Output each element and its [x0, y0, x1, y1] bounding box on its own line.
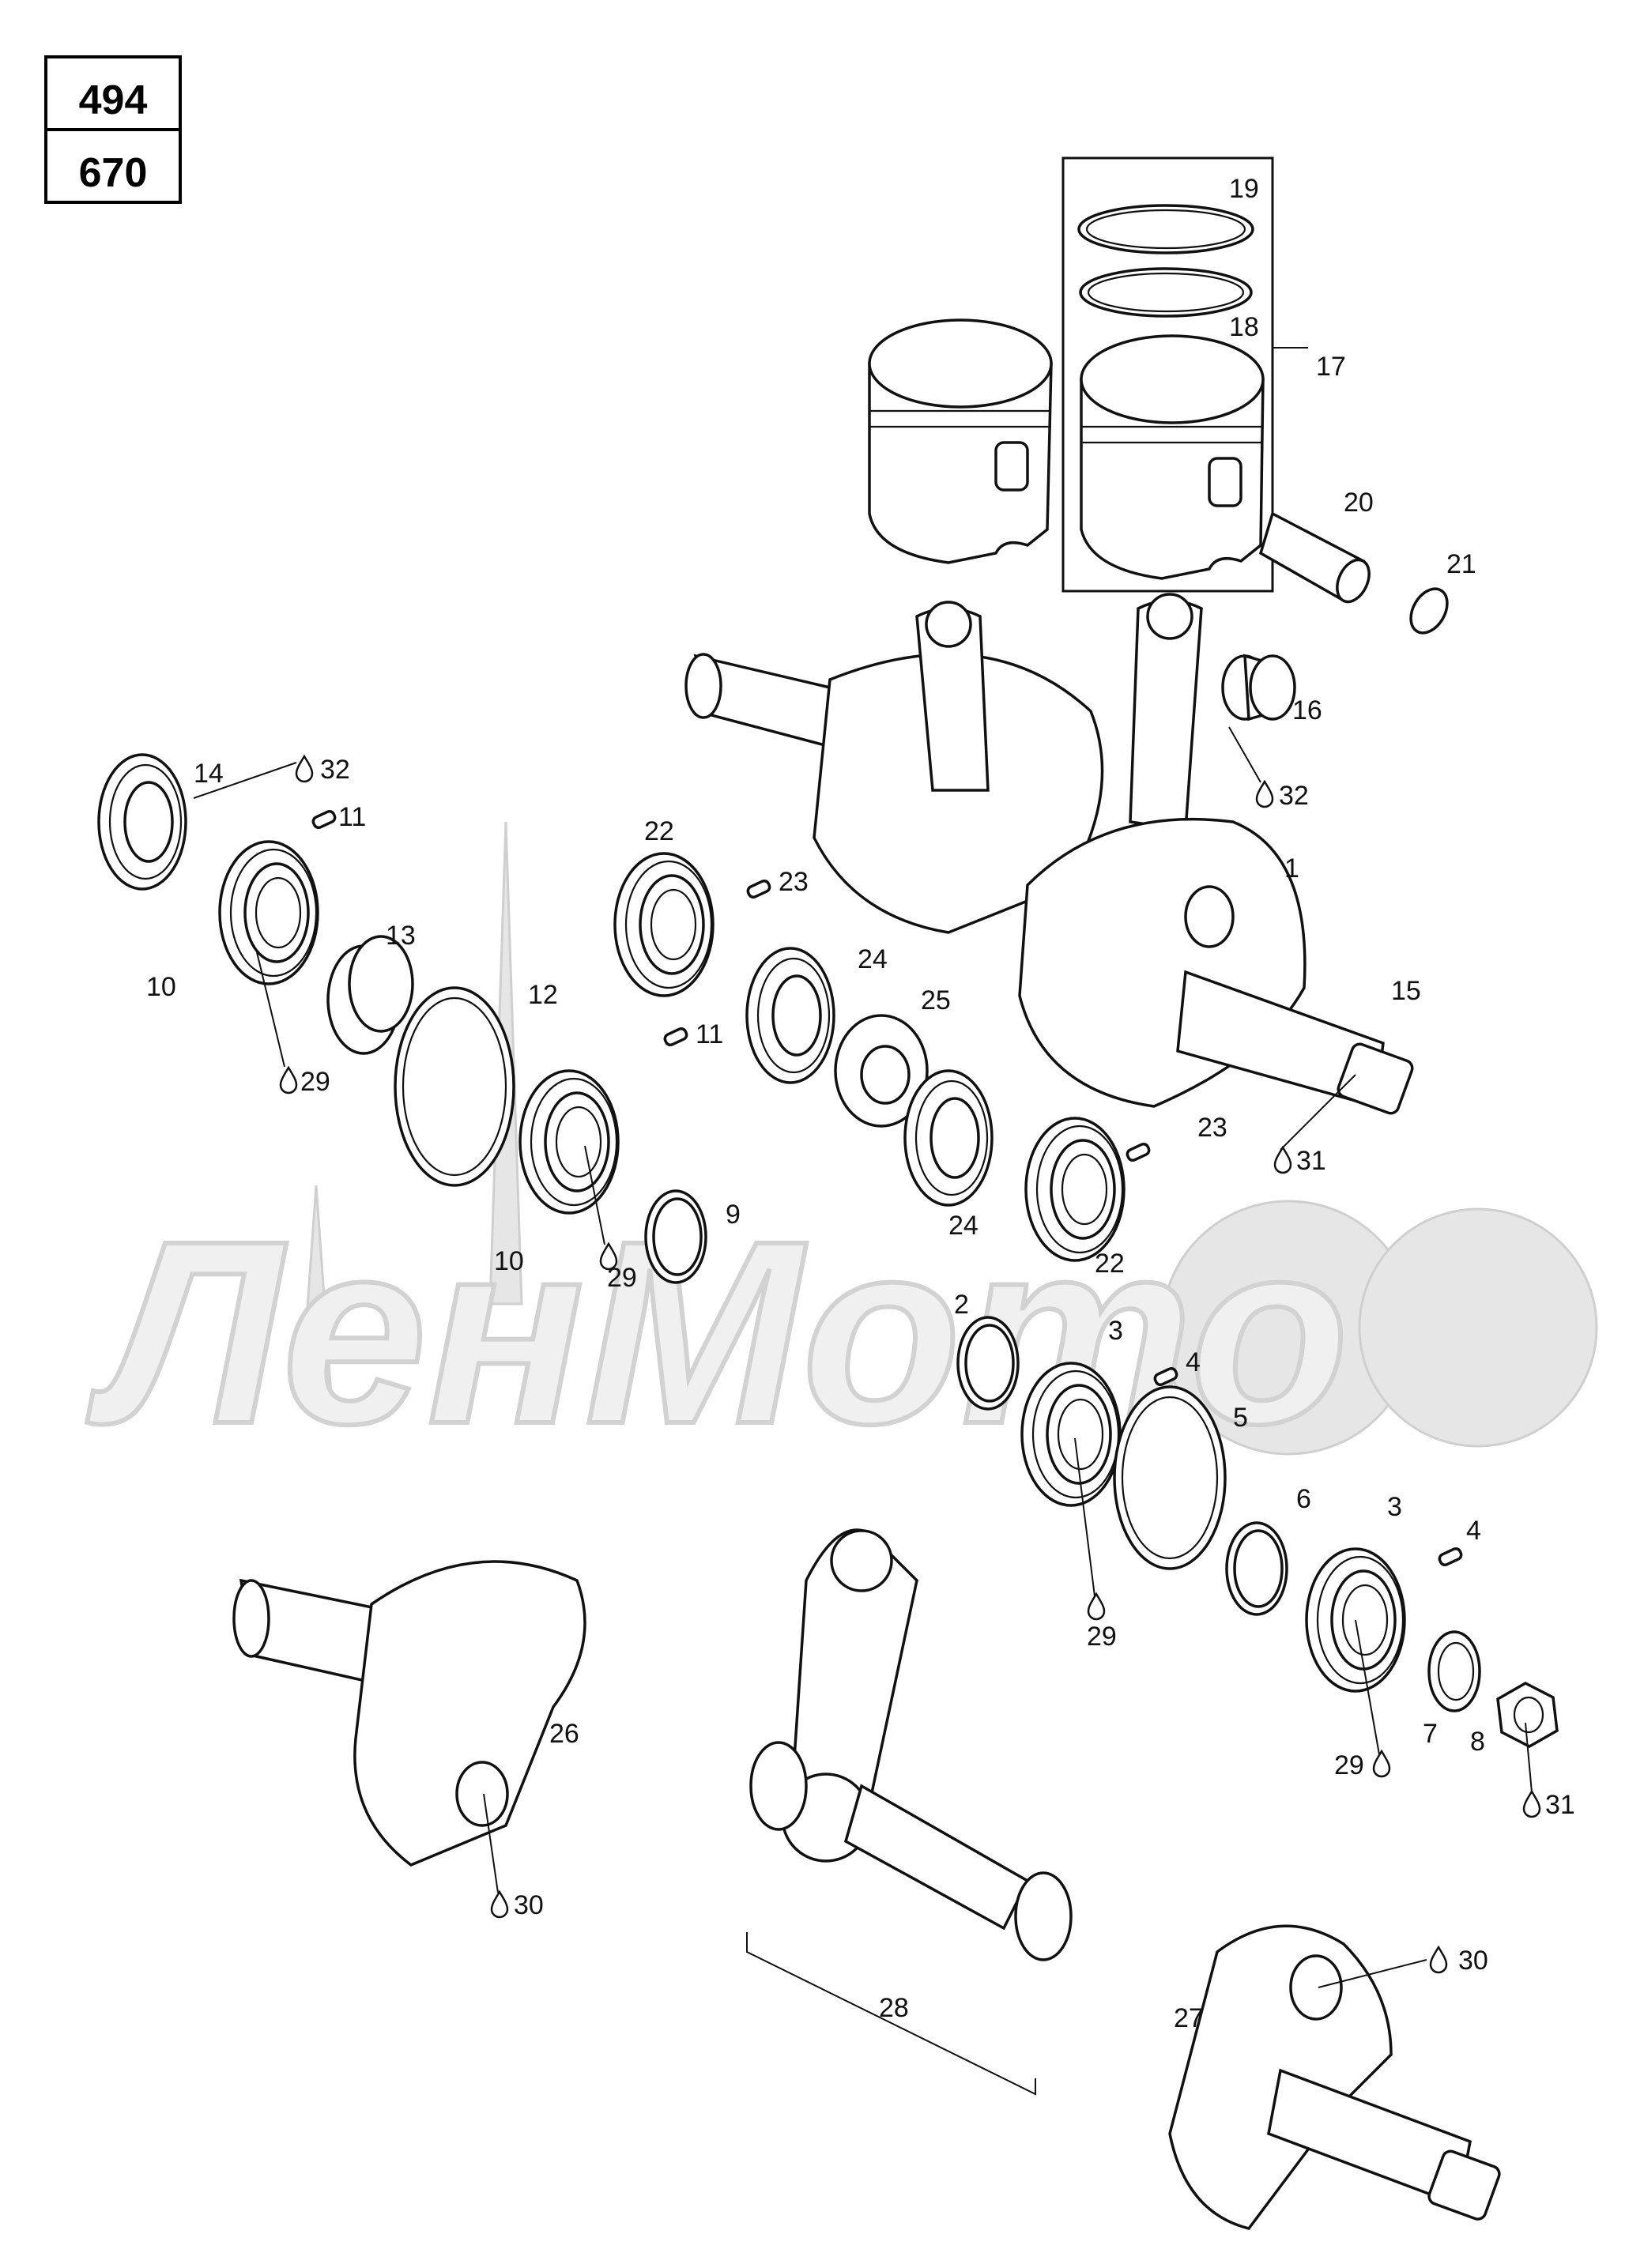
callout-3b: 3: [1387, 1492, 1402, 1522]
callouts: 1 2 3 3 4 4 5 6 7 8 9 10 10 11 11 12 13 …: [146, 174, 1575, 2033]
lubricant-drop-icon: [1429, 1946, 1448, 1974]
lubricant-drop-icon: [1522, 1790, 1541, 1818]
oil-seal-14: [97, 753, 187, 891]
callout-29b: 29: [607, 1263, 637, 1293]
callout-24a: 24: [858, 944, 888, 974]
lubricant-drop-icon: [490, 1890, 509, 1919]
callout-30a: 30: [514, 1890, 544, 1920]
oil-seal-24a: [745, 947, 835, 1084]
model-code-box: 494 670: [44, 55, 182, 204]
piston-right: [1080, 334, 1265, 580]
callout-28: 28: [879, 1993, 909, 2023]
circlip: [1409, 587, 1449, 635]
callout-32a: 32: [320, 755, 350, 785]
lubricant-drop-icon: [279, 1066, 298, 1094]
callout-3a: 3: [1108, 1316, 1123, 1346]
leader-lines: [193, 347, 1533, 1988]
callout-29d: 29: [1334, 1750, 1364, 1780]
callout-24b: 24: [948, 1211, 978, 1241]
callout-9: 9: [726, 1200, 741, 1230]
dowel-pin-23b: [1124, 1140, 1152, 1164]
callout-15: 15: [1391, 976, 1421, 1006]
lubricant-drop-icon: [295, 755, 314, 783]
piston-left: [868, 318, 1053, 564]
callout-31b: 31: [1545, 1790, 1575, 1820]
callout-5: 5: [1233, 1403, 1248, 1433]
callout-4b: 4: [1466, 1516, 1481, 1546]
ball-bearing-22a: [613, 852, 715, 997]
piston-ring-upper: [1077, 204, 1254, 254]
callout-1: 1: [1284, 853, 1299, 883]
callout-20: 20: [1344, 488, 1374, 518]
dowel-pin-11b: [662, 1025, 690, 1049]
callout-8: 8: [1470, 1727, 1485, 1757]
callout-27: 27: [1174, 2003, 1204, 2033]
callout-7: 7: [1423, 1719, 1438, 1749]
ring-2: [956, 1316, 1020, 1411]
callout-29a: 29: [300, 1067, 330, 1097]
callout-22b: 22: [1095, 1249, 1125, 1279]
oil-seal-24b: [903, 1069, 994, 1207]
callout-12: 12: [528, 980, 558, 1010]
o-ring-5: [1113, 1385, 1227, 1570]
dowel-pin-23a: [745, 877, 773, 901]
callout-18: 18: [1229, 312, 1259, 342]
callout-4a: 4: [1186, 1347, 1201, 1377]
callout-31a: 31: [1296, 1146, 1326, 1176]
needle-bearing: [1221, 654, 1296, 721]
distance-ring-13: [326, 935, 414, 1055]
callout-19: 19: [1229, 174, 1259, 204]
piston-kit-frame: [1061, 156, 1274, 593]
lubricant-drop-icon: [1372, 1750, 1391, 1778]
lock-washer-7: [1427, 1630, 1481, 1712]
callout-23b: 23: [1197, 1113, 1227, 1143]
callout-13: 13: [386, 921, 416, 951]
ball-bearing-3a: [1020, 1362, 1122, 1507]
piston-pin: [1258, 511, 1371, 604]
callout-21: 21: [1446, 549, 1476, 579]
o-ring-12: [394, 986, 515, 1187]
callout-2: 2: [954, 1290, 969, 1320]
nut-8: [1496, 1682, 1559, 1748]
callout-32b: 32: [1279, 781, 1309, 811]
callout-10a: 10: [146, 972, 176, 1002]
ring-9: [644, 1189, 707, 1284]
callout-29c: 29: [1087, 1622, 1117, 1652]
dowel-pin-11a: [310, 808, 338, 831]
callout-30b: 30: [1458, 1946, 1488, 1976]
pto-gear-25: [834, 1014, 929, 1128]
connecting-rod-kit-28: [746, 1528, 1073, 2096]
callout-11a: 11: [338, 802, 366, 832]
callout-11b: 11: [696, 1019, 723, 1049]
callout-16: 16: [1292, 695, 1322, 725]
callout-26: 26: [549, 1719, 579, 1749]
lubricant-drop-icon: [1087, 1592, 1106, 1621]
crankshaft-assembly: [684, 593, 1414, 1115]
ring-6: [1225, 1521, 1288, 1616]
callout-23a: 23: [779, 867, 809, 897]
crank-half-27: [1168, 1924, 1501, 2230]
callout-10b: 10: [494, 1246, 524, 1276]
piston-ring-lower: [1079, 267, 1253, 318]
lubricant-drop-icon: [1255, 780, 1274, 808]
crank-half-26: [232, 1560, 586, 1867]
callout-25: 25: [921, 985, 951, 1015]
ball-bearing-10b: [518, 1069, 620, 1215]
callout-14: 14: [194, 759, 224, 789]
callout-22a: 22: [644, 816, 674, 846]
callout-6: 6: [1296, 1484, 1311, 1514]
lubricant-drop-icon: [1273, 1146, 1292, 1174]
model-code-494: 494: [79, 77, 148, 123]
ball-bearing-22b: [1024, 1117, 1126, 1262]
dowel-pin-4b: [1436, 1545, 1465, 1569]
callout-17: 17: [1316, 352, 1346, 382]
ball-bearing-10a: [218, 840, 319, 985]
model-code-670: 670: [79, 150, 148, 196]
